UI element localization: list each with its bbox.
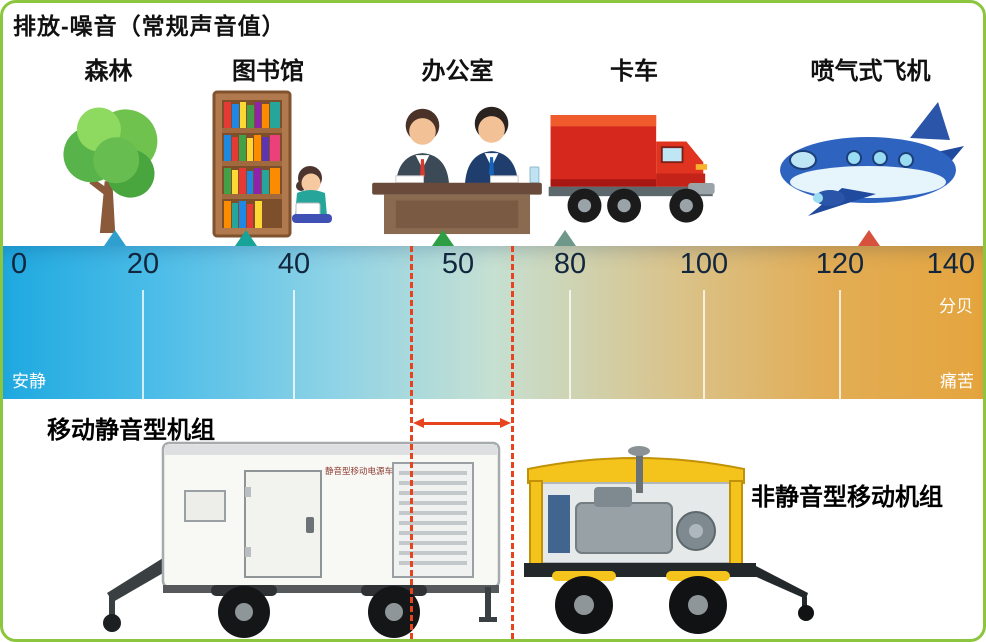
category-forest-label: 森林 bbox=[84, 58, 133, 85]
silent-generator-illustration bbox=[103, 441, 501, 638]
jet-marker-icon bbox=[858, 230, 880, 246]
range-arrow-icon bbox=[413, 418, 511, 429]
tick-label-20: 20 bbox=[126, 248, 160, 280]
page-title: 排放-噪音（常规声音值） bbox=[13, 13, 286, 39]
tick-label-100: 100 bbox=[679, 248, 729, 280]
tick-line bbox=[703, 290, 705, 399]
scale-pain-label: 痛苦 bbox=[940, 372, 974, 391]
forest-marker-icon bbox=[104, 230, 126, 246]
library-marker-icon bbox=[235, 230, 257, 246]
arrow-line bbox=[420, 422, 504, 425]
category-jet: 喷气式飞机 bbox=[768, 51, 973, 224]
arrow-head-right-icon bbox=[500, 418, 511, 428]
tick-label-50: 50 bbox=[441, 248, 475, 280]
open-generator-illustration bbox=[524, 446, 814, 634]
category-library: 图书馆 bbox=[198, 51, 338, 240]
library-icon bbox=[212, 90, 332, 238]
tick-label-40: 40 bbox=[277, 248, 311, 280]
tree-icon bbox=[63, 107, 158, 234]
range-line-left bbox=[410, 246, 413, 639]
category-office: 办公室 bbox=[365, 51, 550, 238]
category-library-label: 图书馆 bbox=[232, 58, 304, 85]
tick-label-0: 0 bbox=[11, 248, 28, 280]
category-office-label: 办公室 bbox=[421, 58, 494, 85]
arrow-head-left-icon bbox=[413, 418, 424, 428]
category-truck-label: 卡车 bbox=[610, 58, 658, 85]
silent-generator-label: 移动静音型机组 bbox=[47, 417, 215, 444]
scale-quiet-label: 安静 bbox=[12, 372, 46, 391]
category-jet-label: 喷气式飞机 bbox=[810, 58, 931, 85]
open-generator-label: 非静音型移动机组 bbox=[751, 484, 943, 511]
truck-icon bbox=[548, 115, 715, 223]
tick-label-140: 140 bbox=[926, 248, 975, 280]
scale-unit-label: 分贝 bbox=[939, 297, 973, 316]
silent-generator-nameplate: 静音型移动电源车 bbox=[324, 466, 393, 476]
category-truck: 卡车 bbox=[543, 51, 725, 232]
category-forest: 森林 bbox=[51, 51, 166, 240]
tick-line bbox=[142, 290, 144, 399]
tick-line bbox=[569, 290, 571, 399]
tick-line bbox=[293, 290, 295, 399]
decibel-scale: 0 20 40 50 80 100 120 140 分贝 安静 痛苦 bbox=[3, 246, 983, 399]
tick-label-80: 80 bbox=[553, 248, 587, 280]
jet-icon bbox=[780, 102, 964, 216]
office-icon bbox=[372, 106, 542, 235]
range-line-right bbox=[511, 246, 514, 639]
tick-label-120: 120 bbox=[815, 248, 865, 280]
tick-line bbox=[839, 290, 841, 399]
truck-marker-icon bbox=[554, 230, 576, 246]
office-marker-icon bbox=[432, 230, 454, 246]
